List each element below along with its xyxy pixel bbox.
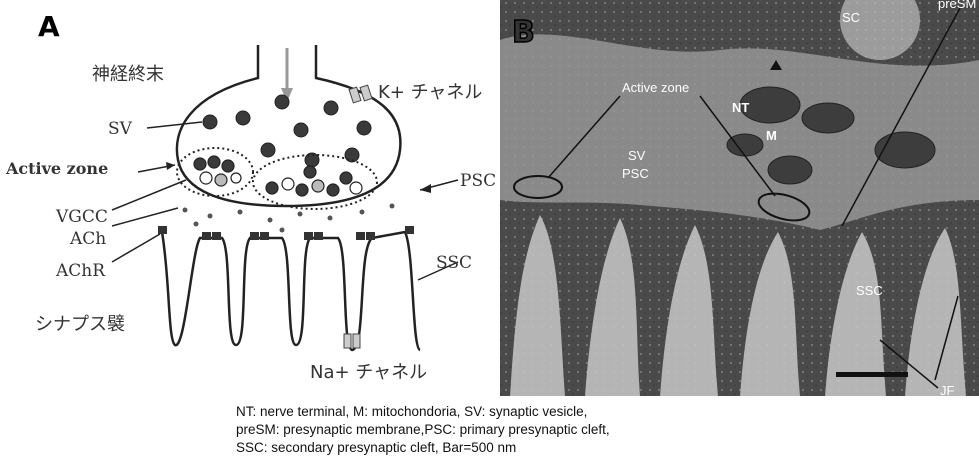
label-micro-active-zone: Active zone bbox=[622, 80, 689, 95]
caption-line-2: preSM: presynaptic membrane,PSC: primary… bbox=[236, 422, 610, 437]
micrograph-panel-b: B SC preSM Active zone NT M SV PSC SSC J… bbox=[500, 0, 979, 398]
caption-line-3: SSC: secondary presynaptic cleft, Bar=50… bbox=[236, 440, 516, 455]
label-micro-sv: SV bbox=[628, 148, 646, 163]
postsynaptic-folds bbox=[162, 232, 420, 350]
label-active-zone: Active zone bbox=[5, 159, 108, 178]
figure-panels: A bbox=[0, 0, 979, 400]
ach-molecules bbox=[183, 204, 395, 233]
docked-vesicles bbox=[194, 156, 362, 196]
label-na-channel: Na+ チャネル bbox=[310, 362, 427, 383]
synaptic-vesicles bbox=[203, 95, 371, 167]
label-ach: ACh bbox=[69, 229, 106, 249]
panel-letter-a: A bbox=[38, 10, 60, 43]
scale-bar bbox=[836, 372, 908, 377]
panel-letter-b: B bbox=[512, 15, 535, 50]
active-zone-left bbox=[177, 148, 253, 196]
label-synaptic-fold: シナプス襞 bbox=[35, 314, 125, 335]
arrowhead-psc bbox=[420, 184, 431, 193]
schematic-panel-a: A bbox=[5, 10, 496, 383]
label-vgcc: VGCC bbox=[55, 207, 108, 227]
axon-arrow bbox=[281, 48, 293, 102]
label-sv: SV bbox=[108, 119, 133, 139]
label-jf: JF bbox=[940, 383, 955, 398]
label-sc: SC bbox=[842, 10, 860, 25]
label-presm: preSM bbox=[938, 0, 976, 11]
label-psc: PSC bbox=[460, 171, 496, 191]
label-achr: AChR bbox=[55, 261, 106, 281]
label-ssc: SSC bbox=[436, 253, 472, 273]
label-k-channel: K+ チャネル bbox=[378, 82, 482, 103]
caption-line-1: NT: nerve terminal, M: mitochondoria, SV… bbox=[236, 404, 587, 419]
label-nerve-terminal: 神経終末 bbox=[92, 64, 164, 85]
na-channel-icon bbox=[344, 334, 360, 348]
label-micro-psc: PSC bbox=[622, 166, 649, 181]
label-nt: NT bbox=[732, 100, 749, 115]
label-m: M bbox=[766, 128, 777, 143]
label-micro-ssc: SSC bbox=[856, 283, 883, 298]
